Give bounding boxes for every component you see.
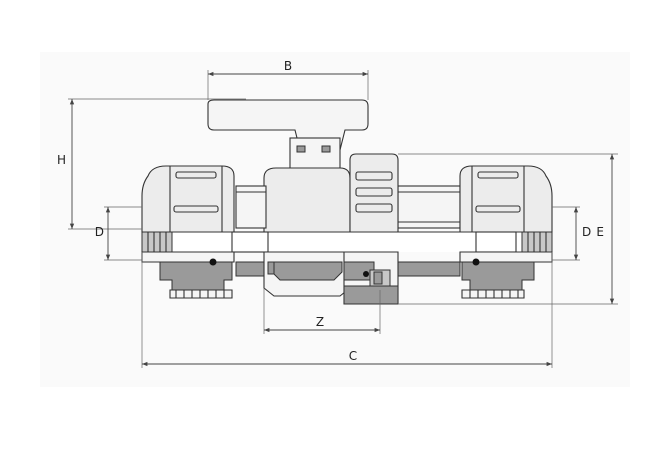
lower-section-view <box>141 251 553 305</box>
dimension-z-label: Z <box>316 315 324 329</box>
dimension-d-right: D <box>552 206 591 261</box>
right-o-ring <box>472 258 480 266</box>
dimension-c-label: C <box>349 349 357 363</box>
dimension-e: E <box>398 153 618 305</box>
dimension-e-label: E <box>596 225 604 239</box>
dimension-c: C <box>141 252 553 368</box>
dimension-b: B <box>207 59 369 100</box>
dimension-d-left-label: D <box>95 225 104 239</box>
left-compression-nut <box>141 165 235 233</box>
dimension-d-right-label: D <box>582 225 591 239</box>
dimension-d-left: D <box>95 206 142 261</box>
dimension-h-label: H <box>57 153 66 167</box>
right-compression-nut <box>459 165 553 233</box>
union-nut <box>349 153 399 233</box>
valve-body <box>235 167 461 233</box>
left-o-ring <box>209 258 217 266</box>
valve-handle <box>207 99 369 173</box>
dimension-z: Z <box>263 288 381 334</box>
dimension-b-label: B <box>284 59 292 73</box>
dimension-h: H <box>57 98 246 230</box>
right-grip-ring <box>521 231 553 253</box>
bore-section <box>141 231 553 253</box>
left-grip-ring <box>141 231 173 253</box>
center-o-ring <box>363 271 369 277</box>
